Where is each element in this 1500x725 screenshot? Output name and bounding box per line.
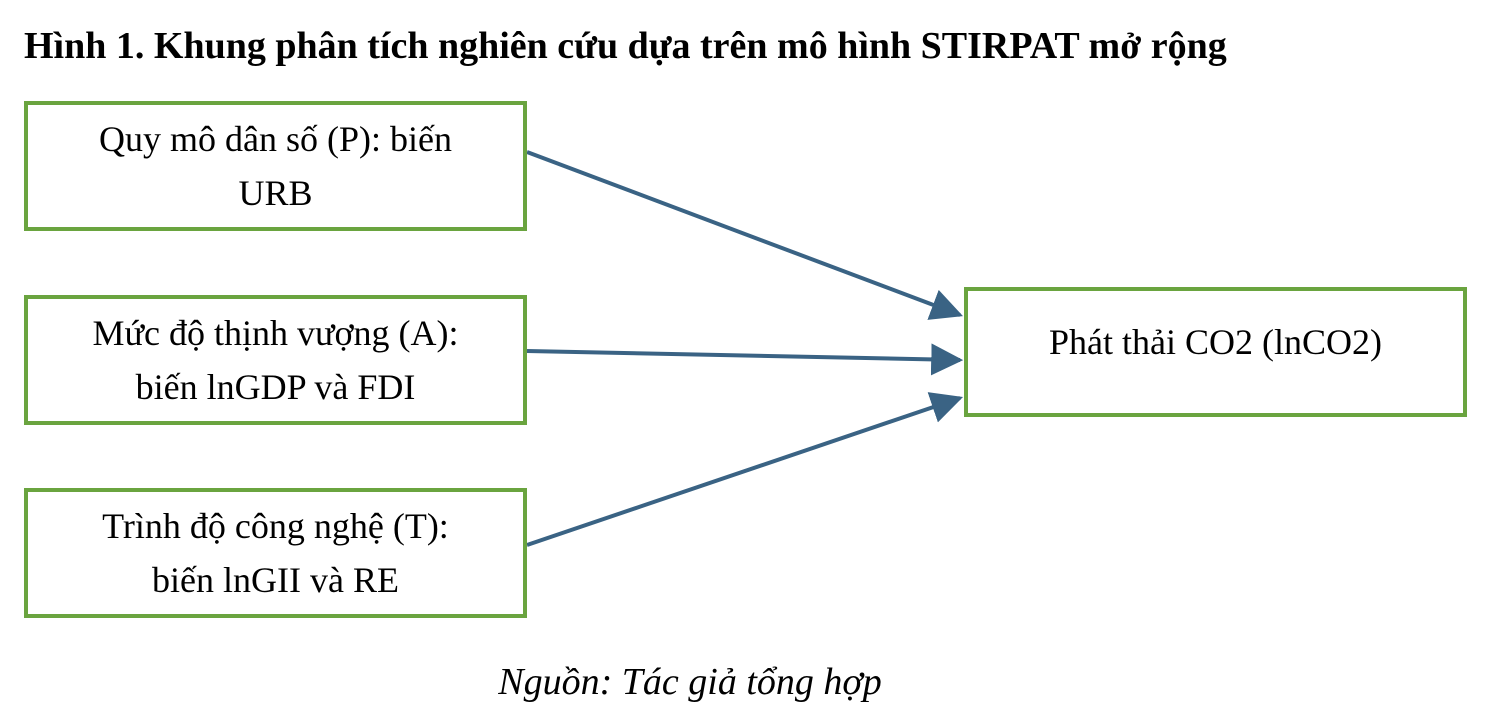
affluence-node: Mức độ thịnh vượng (A): biến lnGDP và FD… [24,295,527,425]
source-note: Nguồn: Tác giả tổng hợp [498,661,882,703]
arrow-population-to-emissions [526,150,963,320]
population-node-label: Quy mô dân số (P): biến URB [99,119,452,213]
arrow-affluence-to-emissions [526,343,964,376]
figure-title: Hình 1. Khung phân tích nghiên cứu dựa t… [24,25,1227,67]
technology-node-label: Trình độ công nghệ (T): biến lnGII và RE [102,506,449,600]
arrow-technology-to-emissions [526,392,964,547]
emissions-node: Phát thải CO2 (lnCO2) [964,287,1467,417]
population-node: Quy mô dân số (P): biến URB [24,101,527,231]
technology-node: Trình độ công nghệ (T): biến lnGII và RE [24,488,527,618]
emissions-node-label: Phát thải CO2 (lnCO2) [1049,322,1382,362]
affluence-node-label: Mức độ thịnh vượng (A): biến lnGDP và FD… [92,313,459,407]
